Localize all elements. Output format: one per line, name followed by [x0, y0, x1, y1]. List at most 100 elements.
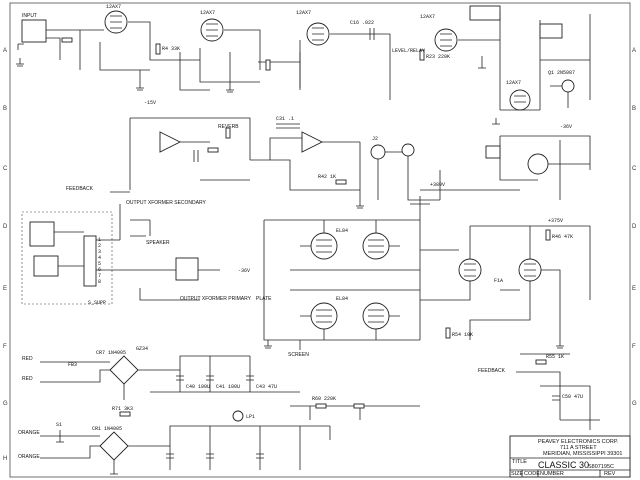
filter-caps-bottom — [166, 453, 264, 459]
opamp-reverb-send — [159, 131, 182, 153]
fuse-fb3-label: FB3 — [68, 362, 77, 368]
resistor-r4-label: R4 33K — [162, 46, 180, 52]
zone-f-right: F — [632, 344, 636, 350]
tube-v4-label: 12AX7 — [420, 14, 435, 20]
phase-inverter-wiring — [420, 225, 591, 340]
pin-7: 7 — [98, 273, 101, 279]
q1-wiring — [550, 85, 569, 108]
zone-d-left: D — [3, 224, 8, 230]
tube-v5 — [509, 89, 531, 111]
jfet-j2-label: J2 — [372, 136, 378, 142]
transistor-q2 — [401, 143, 415, 157]
zone-c-right: C — [632, 166, 637, 172]
screen-label: SCREEN — [288, 352, 309, 358]
zone-e-left: E — [3, 286, 7, 292]
title-label: TITLE — [512, 459, 527, 465]
code-label: CODE — [524, 471, 540, 477]
preamp-section: INPUT 12AX7 12AX7 12AX7 12AX7 R4 33K C16… — [17, 4, 591, 125]
zone-g-right: G — [632, 401, 637, 407]
psu-hv-wiring — [40, 355, 300, 400]
footswitch-jack — [485, 145, 501, 159]
resistor-r23-label: R23 220K — [426, 54, 450, 60]
hv-feed — [410, 196, 430, 220]
resistor-r42 — [335, 179, 347, 185]
switching-wiring — [377, 151, 470, 201]
output-primary-label: OUTPUT XFORMER PRIMARY — [180, 296, 252, 302]
relay-wiring — [130, 269, 220, 301]
cap-c31-label: C31 .1 — [276, 116, 294, 122]
feedback-label-2: FEEDBACK — [478, 368, 506, 374]
tube-v3-label: 12AX7 — [296, 10, 311, 16]
ground-power — [264, 340, 272, 349]
tube-v4-grid — [440, 33, 452, 47]
ground-v1 — [136, 82, 144, 91]
resistor-r55-label: R55 1K — [546, 354, 564, 360]
zone-a-left: A — [3, 48, 7, 54]
tube-v5-grid — [514, 95, 526, 103]
cr1-label: CR1 1N4005 — [92, 426, 122, 432]
resistor-input — [61, 37, 73, 43]
zone-g-left: G — [3, 401, 8, 407]
reverb-wiring — [129, 117, 361, 200]
number-label: NUMBER — [540, 471, 564, 477]
tube-v5-label: 12AX7 — [506, 80, 521, 86]
orange-wire-label-1: ORANGE — [18, 430, 40, 436]
resistor-r46 — [545, 229, 551, 241]
cap-c16-label: C16 .022 — [350, 20, 374, 26]
speaker-jack-2 — [33, 255, 59, 277]
pilot-lamp-label: LP1 — [246, 414, 255, 420]
secondary-winding-taps — [130, 219, 151, 237]
red-wire-label-1: RED — [22, 356, 33, 362]
jack-panel-outline — [21, 211, 113, 305]
resistor-r54-label: R54 10K — [452, 332, 473, 338]
zone-h-left: H — [3, 456, 7, 462]
resistor-r54 — [445, 327, 451, 339]
input-jack — [21, 19, 47, 43]
resistor-r71-label: R71 3K3 — [112, 406, 133, 412]
speaker-jack-1 — [29, 221, 55, 247]
red-wire-label-2: RED — [22, 376, 33, 382]
ground-pi — [556, 340, 564, 349]
ground-psu — [110, 470, 118, 475]
power-tube-grids — [316, 239, 384, 323]
s-supp-label: S_SUPP — [88, 300, 106, 306]
relay-block — [539, 23, 563, 39]
reverb-section: REVERB -15V C31 .1 J2 R42 1K FEEDBACK -3… — [66, 100, 591, 201]
power-stage-wiring — [263, 219, 421, 341]
relay-k1 — [175, 257, 199, 281]
transistor-q1 — [561, 79, 575, 93]
resistor-plate-v2 — [265, 59, 271, 71]
pin-3: 3 — [98, 249, 101, 255]
resistor-r55 — [535, 359, 547, 365]
drawing-title: CLASSIC 30 — [538, 460, 589, 470]
cap-c50 — [552, 395, 560, 401]
resistor-reverb-1 — [207, 147, 219, 153]
rectifier-gz34-label: GZ34 — [136, 346, 148, 352]
rev-label: REV — [604, 471, 616, 477]
preamp-cathode-wiring — [99, 42, 301, 91]
zone-e-right: E — [632, 286, 636, 292]
pin-4: 4 — [98, 255, 101, 261]
power-supply-section: RED RED ORANGE ORANGE FB3 CR7 1N4005 C40… — [18, 346, 600, 470]
orange-wire-label-2: ORANGE — [18, 454, 40, 460]
cap-c41-label: C41 100U — [216, 384, 240, 390]
opamp-reverb-return — [301, 131, 324, 153]
b36v-label: -36V — [560, 124, 572, 130]
fuse-f1a-label: F1A — [494, 278, 503, 284]
transistor-q3 — [527, 153, 549, 175]
zone-labels-left: A B C D E F G H — [3, 48, 8, 462]
output-section: OUTPUT XFORMER SECONDARY 1 2 3 4 5 6 7 8… — [21, 182, 591, 358]
bias-voltage-label: -36V — [238, 268, 250, 274]
resistor-r4 — [155, 43, 161, 55]
resistor-r60 — [315, 403, 327, 409]
pin-2: 2 — [98, 243, 101, 249]
tube-v3-grid — [312, 27, 324, 41]
psu-lv-wiring — [40, 425, 331, 470]
zone-labels-right: A B C D E F G — [632, 48, 637, 407]
resistor-heater-2 — [353, 403, 365, 409]
cap-c40-label: C40 100U — [186, 384, 210, 390]
title-block: PEAVEY ELECTRONICS CORP. 711 A STREET ME… — [509, 435, 631, 478]
transistor-q1-label: Q1 2N5087 — [548, 70, 575, 76]
